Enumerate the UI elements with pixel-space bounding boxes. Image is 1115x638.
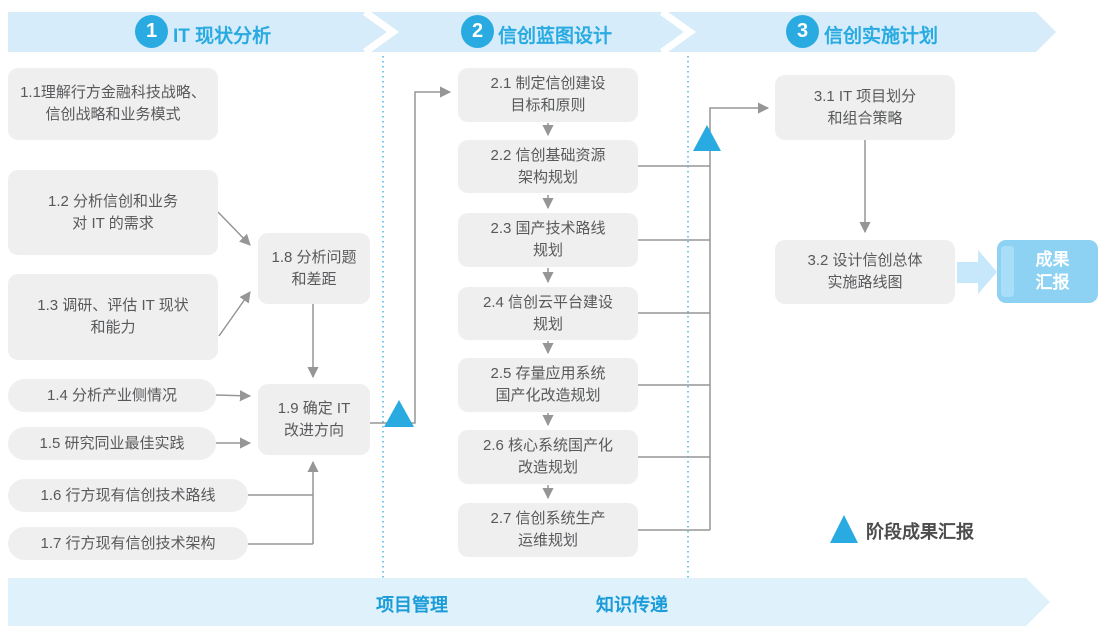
- phase-3-title: 信创实施计划: [824, 26, 939, 47]
- deliverable-label: 成果 汇报: [1035, 249, 1070, 292]
- step-box-3-1: 3.1 IT 项目划分 和组合策略: [775, 75, 955, 140]
- step-box-1-7: 1.7 行方现有信创技术架构: [8, 527, 248, 560]
- step-box-2-1: 2.1 制定信创建设 目标和原则: [458, 68, 638, 122]
- step-box-2-2: 2.2 信创基础资源 架构规划: [458, 140, 638, 193]
- connector-to-3-1: [709, 102, 770, 530]
- step-box-2-5: 2.5 存量应用系统 国产化改造规划: [458, 358, 638, 412]
- milestone-triangle-phase1-icon: [384, 400, 414, 427]
- phase-3-number-badge: 3: [786, 15, 819, 48]
- step-box-2-4: 2.4 信创云平台建设 规划: [458, 287, 638, 340]
- step-box-1-3: 1.3 调研、评估 IT 现状 和能力: [8, 274, 218, 360]
- step-box-1-5: 1.5 研究同业最佳实践: [8, 427, 216, 460]
- deliverable-box: 成果 汇报: [997, 240, 1098, 303]
- legend-triangle-icon: [830, 515, 858, 543]
- milestone-triangle-phase2-icon: [693, 125, 721, 151]
- step-box-2-3: 2.3 国产技术路线 规划: [458, 213, 638, 267]
- step-box-2-6: 2.6 核心系统国产化 改造规划: [458, 430, 638, 484]
- phase-2-number-badge: 2: [461, 15, 494, 48]
- phase-1-number-badge: 1: [135, 15, 168, 48]
- connector-1-9-to-2-1: [370, 86, 452, 424]
- step-box-3-2: 3.2 设计信创总体 实施路线图: [775, 240, 955, 304]
- connector-1-2-to-1-8: [217, 211, 251, 246]
- step-box-1-1: 1.1理解行方金融科技战略、 信创战略和业务模式: [8, 68, 218, 140]
- deliverable-arrow-icon: [957, 250, 997, 294]
- legend-label: 阶段成果汇报: [866, 522, 974, 542]
- step-box-1-8: 1.8 分析问题 和差距: [258, 233, 370, 304]
- phase-2-title: 信创蓝图设计: [498, 26, 613, 47]
- phase-separator-chevron-1: [362, 9, 400, 55]
- step-box-1-9: 1.9 确定 IT 改进方向: [258, 384, 370, 455]
- bottom-banner-shape: [8, 578, 1050, 626]
- step-box-2-7: 2.7 信创系统生产 运维规划: [458, 503, 638, 557]
- banner-item-knowledge-transfer: 知识传递: [596, 595, 668, 615]
- step-box-1-4: 1.4 分析产业侧情况: [8, 379, 216, 412]
- phase-separator-chevron-2: [659, 9, 697, 55]
- step-box-1-2: 1.2 分析信创和业务 对 IT 的需求: [8, 170, 218, 255]
- banner-item-project-management: 项目管理: [376, 595, 448, 615]
- step-box-1-6: 1.6 行方现有信创技术路线: [8, 479, 248, 512]
- phase-1-title: IT 现状分析: [173, 26, 272, 47]
- connector-1-4-to-1-9: [215, 390, 252, 402]
- deliverable-stripe: [1001, 246, 1014, 297]
- connector-1-3-to-1-8: [218, 291, 251, 337]
